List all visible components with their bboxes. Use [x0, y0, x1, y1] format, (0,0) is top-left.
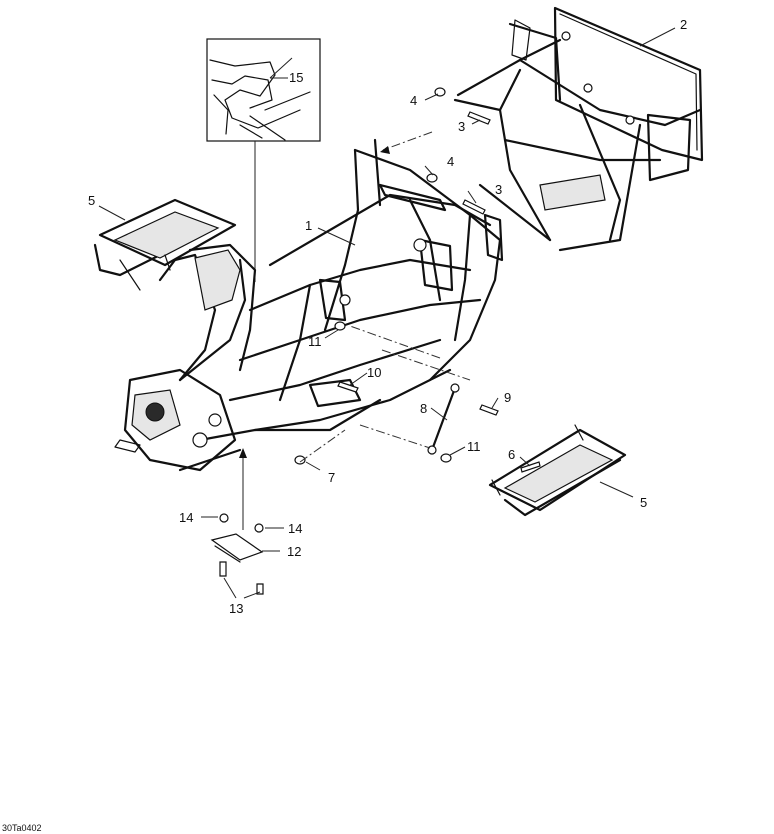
callout-11-lower: 11 [467, 439, 481, 454]
footrest-right [488, 424, 627, 517]
callout-5-right: 5 [640, 495, 647, 510]
figure-code: 30Ta0402 [2, 823, 42, 833]
leader-lines [98, 27, 676, 599]
callout-6: 6 [508, 447, 515, 462]
fasteners [294, 87, 541, 473]
callout-1: 1 [305, 218, 312, 233]
detail-inset [206, 38, 321, 142]
rear-subframe [453, 6, 704, 252]
callout-11-upper: 11 [308, 334, 322, 349]
callout-3-upper: 3 [458, 119, 465, 134]
footrest-left [93, 198, 237, 291]
callouts: 15 2 1 4 3 4 3 5 5 6 7 8 9 10 11 11 12 1… [2, 17, 687, 833]
skid-plate [210, 513, 264, 595]
callout-10: 10 [367, 365, 381, 380]
callout-15: 15 [289, 70, 303, 85]
main-frame [114, 138, 504, 472]
callout-12: 12 [287, 544, 301, 559]
callout-8: 8 [420, 401, 427, 416]
callout-9: 9 [504, 390, 511, 405]
callout-2: 2 [680, 17, 687, 32]
support-rod [427, 383, 460, 455]
callout-7: 7 [328, 470, 335, 485]
callout-14-right: 14 [288, 521, 302, 536]
callout-5-left: 5 [88, 193, 95, 208]
callout-13: 13 [229, 601, 243, 616]
callout-14-left: 14 [179, 510, 193, 525]
callout-4-upper: 4 [410, 93, 417, 108]
assembly-lines [239, 131, 471, 530]
callout-3-lower: 3 [495, 182, 502, 197]
callout-4-lower: 4 [447, 154, 454, 169]
